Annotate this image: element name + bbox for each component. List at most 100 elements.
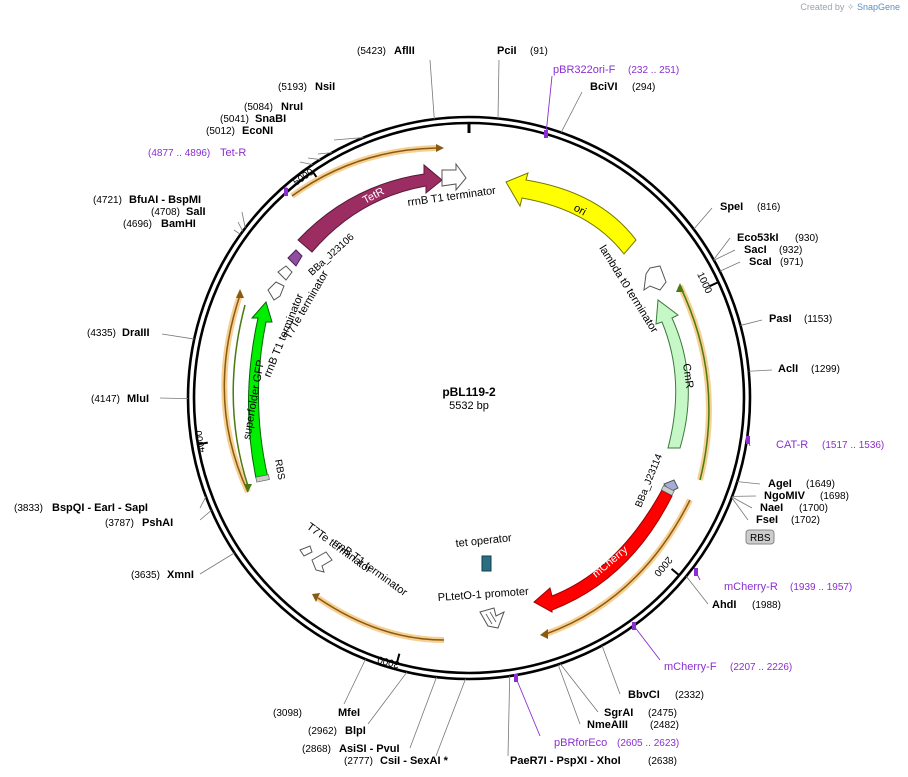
site-position: (816)	[757, 202, 780, 213]
site-name[interactable]: NgoMIV	[764, 490, 806, 502]
site-name[interactable]: PasI	[769, 313, 792, 325]
site-position: (2962)	[308, 726, 337, 737]
primer-name[interactable]: Tet-R	[220, 147, 246, 159]
feature-rrnb-top-arrow[interactable]	[441, 162, 467, 192]
site-name[interactable]: AclI	[778, 363, 798, 375]
plasmid-name: pBL119-2	[442, 385, 496, 399]
feature-pltet-arrow[interactable]	[479, 607, 505, 629]
primer-leader-line	[515, 677, 541, 737]
site-name[interactable]: EcoNI	[242, 125, 273, 137]
feature-t7te-bottom-arrow[interactable]	[299, 545, 313, 557]
rbs-badge[interactable]: RBS	[745, 529, 775, 545]
site-name[interactable]: AhdI	[712, 599, 736, 611]
primer-mark	[746, 436, 750, 444]
site-position: (294)	[632, 82, 655, 93]
feature-bba-j23106-arrow[interactable]	[287, 249, 303, 267]
site-name[interactable]: NruI	[281, 101, 303, 113]
primer-name[interactable]: CAT-R	[776, 439, 808, 451]
plasmid-size: 5532 bp	[449, 400, 489, 412]
site-name[interactable]: BciVI	[590, 81, 618, 93]
site-position: (5041)	[220, 114, 249, 125]
site-name[interactable]: NmeAIII	[587, 719, 628, 731]
site-name[interactable]: SnaBI	[255, 113, 286, 125]
site-leader-line	[719, 261, 741, 272]
site-name[interactable]: CsiI - SexAI *	[380, 755, 449, 767]
feature-sfgfp-arrow[interactable]	[247, 300, 273, 483]
feature-ori-arrow[interactable]	[505, 172, 637, 255]
tick-label: 4000	[193, 429, 208, 453]
site-position: (4147)	[91, 394, 120, 405]
site-leader-line	[731, 497, 749, 521]
feature-tet-operator-box[interactable]	[481, 555, 492, 572]
primer-range: (4877 .. 4896)	[148, 148, 210, 159]
restriction-site-labels: (5423) AflII (91) PciI (294) BciVI (816) SpeI (9…	[14, 45, 849, 767]
site-name[interactable]: NsiI	[315, 81, 335, 93]
site-position: (2868)	[302, 744, 331, 755]
site-name[interactable]: AsiSI - PvuI	[339, 743, 400, 755]
site-leader-line	[685, 576, 709, 605]
feature-rrnb-bottom-arrow[interactable]	[311, 551, 333, 573]
site-position: (1700)	[799, 503, 828, 514]
site-name[interactable]: MfeI	[338, 707, 360, 719]
site-name[interactable]: Eco53kI	[737, 232, 779, 244]
site-position: (4721)	[93, 195, 122, 206]
site-name[interactable]: BlpI	[345, 725, 366, 737]
site-name[interactable]: AflII	[394, 45, 415, 57]
site-name[interactable]: SacI	[744, 244, 767, 256]
rbs-badge-label: RBS	[750, 533, 771, 544]
site-leader-line	[557, 664, 581, 725]
primer-leader-line	[545, 75, 553, 135]
site-name[interactable]: BspQI - EarI - SapI	[52, 502, 148, 514]
site-name[interactable]: PshAI	[142, 517, 173, 529]
primer-labels: pBR322ori-F(232 .. 251)CAT-R(1517 .. 153…	[148, 64, 884, 749]
snapgene-logo-icon: ✧	[846, 2, 855, 12]
site-leader-line	[343, 659, 366, 705]
site-name[interactable]: BfuAI - BspMI	[129, 194, 201, 206]
feature-lambda-label: lambda t0 terminator	[596, 243, 660, 335]
feature-rrnb-top-label: rrnB T1 terminator	[407, 185, 497, 209]
site-name[interactable]: MluI	[127, 393, 149, 405]
highlight-arcs	[221, 144, 712, 643]
site-name[interactable]: FseI	[756, 514, 778, 526]
site-name[interactable]: AgeI	[768, 478, 792, 490]
site-name[interactable]: NaeI	[760, 502, 783, 514]
site-position: (5423)	[357, 46, 386, 57]
site-position: (1153)	[804, 314, 832, 325]
site-name[interactable]: PaeR7I - PspXI - XhoI	[510, 755, 621, 767]
site-leader-line	[299, 161, 313, 165]
site-leader-line	[429, 59, 435, 120]
site-name[interactable]: SpeI	[720, 201, 743, 213]
site-leader-line	[317, 152, 333, 155]
site-name[interactable]: BamHI	[161, 218, 196, 230]
site-leader-line	[333, 137, 364, 141]
site-leader-line	[560, 91, 583, 133]
site-name[interactable]: PciI	[497, 45, 517, 57]
site-leader-line	[367, 671, 408, 725]
primer-name[interactable]: pBRforEco	[554, 737, 607, 749]
feature-pltet-label: PLtetO-1 promoter	[437, 586, 529, 604]
site-leader-line	[435, 678, 466, 757]
site-position: (4708)	[151, 207, 180, 218]
site-name[interactable]: BbvCI	[628, 689, 660, 701]
feature-cmr-arrow[interactable]	[655, 299, 689, 449]
site-leader-line	[713, 249, 736, 261]
primer-name[interactable]: mCherry-R	[724, 581, 778, 593]
site-name[interactable]: SgrAI	[604, 707, 633, 719]
primer-mark	[514, 674, 518, 682]
feature-lambda-arrow[interactable]	[643, 265, 667, 292]
site-leader-line	[559, 663, 599, 713]
feature-rrnb-left-arrow[interactable]	[267, 281, 285, 301]
primer-name[interactable]: pBR322ori-F	[553, 64, 616, 76]
backbone	[186, 115, 752, 681]
site-position: (1299)	[811, 364, 840, 375]
site-position: (932)	[779, 245, 802, 256]
feature-mcherry-arrow[interactable]	[533, 485, 675, 613]
site-position: (91)	[530, 46, 548, 57]
site-position: (2332)	[675, 690, 704, 701]
site-name[interactable]: XmnI	[167, 569, 194, 581]
site-name[interactable]: ScaI	[749, 256, 772, 268]
site-name[interactable]: DraIII	[122, 327, 150, 339]
site-name[interactable]: SalI	[186, 206, 206, 218]
feature-t7te-left-arrow[interactable]	[277, 265, 293, 281]
primer-name[interactable]: mCherry-F	[664, 661, 717, 673]
